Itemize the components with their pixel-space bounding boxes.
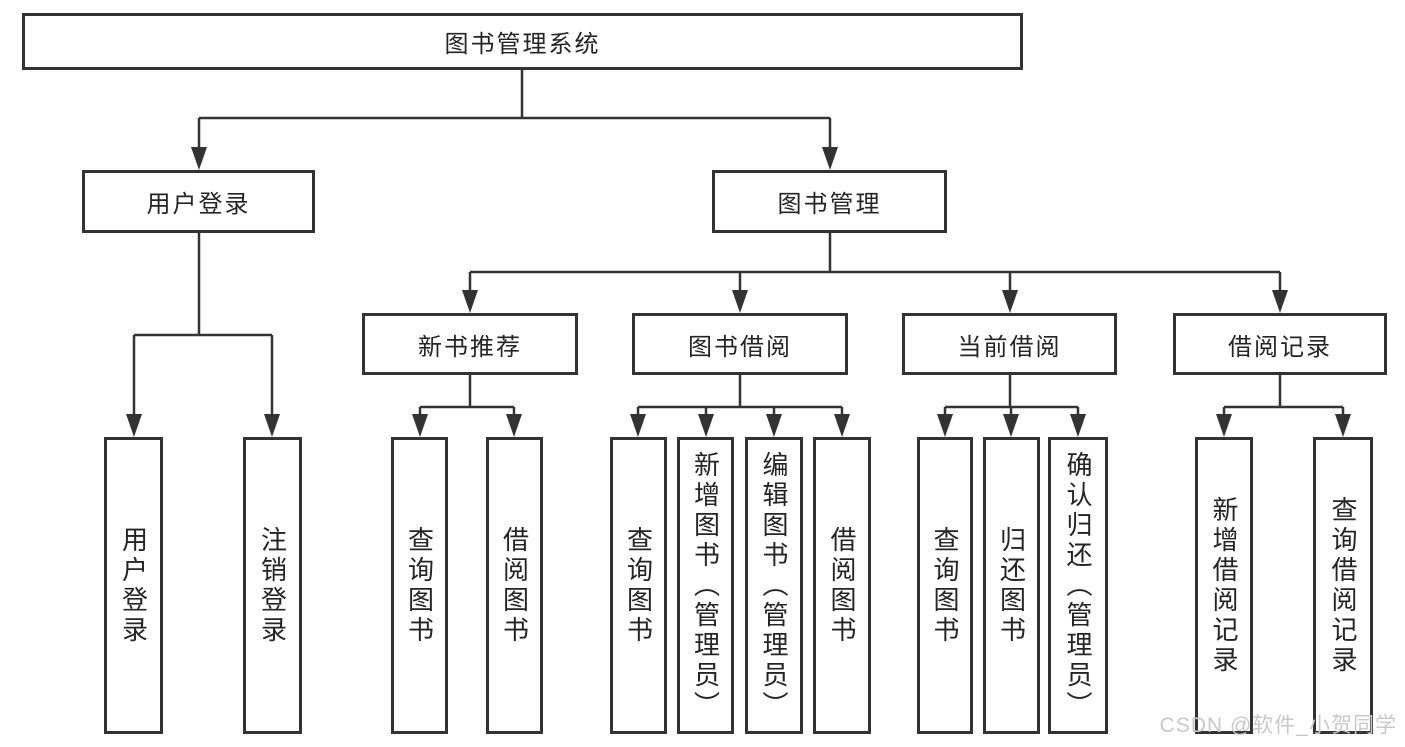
leaf-label: 新增借阅记录 xyxy=(1209,495,1239,676)
leaf-confirm-return-admin: 确认归还（管理员） xyxy=(1048,437,1108,734)
leaf-query-borrow-record: 查询借阅记录 xyxy=(1313,437,1373,734)
node-current-borrowing: 当前借阅 xyxy=(902,313,1117,375)
leaf-add-borrow-record: 新增借阅记录 xyxy=(1195,437,1253,734)
leaf-borrow-books-recommend: 借阅图书 xyxy=(486,437,543,734)
node-book-management: 图书管理 xyxy=(712,170,947,233)
csdn-watermark: CSDN @软件_小贺同学 xyxy=(1159,714,1397,737)
node-user-login: 用户登录 xyxy=(82,170,315,233)
leaf-label: 注销登录 xyxy=(257,525,288,646)
leaf-label: 查询图书 xyxy=(623,525,654,646)
leaf-edit-books-admin: 编辑图书（管理员） xyxy=(745,437,803,734)
leaf-label: 编辑图书（管理员） xyxy=(759,450,789,721)
leaf-user-login: 用户登录 xyxy=(104,437,163,734)
leaf-label: 借阅图书 xyxy=(499,525,530,646)
leaf-label: 新增图书（管理员） xyxy=(690,450,721,721)
leaf-label: 查询借阅记录 xyxy=(1328,495,1358,676)
leaf-label: 查询图书 xyxy=(404,525,435,646)
leaf-return-books: 归还图书 xyxy=(983,437,1040,734)
leaf-query-books-recommend: 查询图书 xyxy=(391,437,448,734)
leaf-label: 用户登录 xyxy=(118,525,149,646)
leaf-label: 查询图书 xyxy=(930,525,960,646)
node-borrowing-records: 借阅记录 xyxy=(1173,313,1387,375)
leaf-query-books-borrowing: 查询图书 xyxy=(610,437,667,734)
leaf-logout: 注销登录 xyxy=(243,437,302,734)
leaf-add-books-admin: 新增图书（管理员） xyxy=(677,437,734,734)
node-root-system: 图书管理系统 xyxy=(22,13,1023,70)
node-new-book-recommend: 新书推荐 xyxy=(362,313,578,375)
leaf-borrow-books-borrowing: 借阅图书 xyxy=(813,437,871,734)
leaf-query-books-current: 查询图书 xyxy=(917,437,973,734)
leaf-label: 借阅图书 xyxy=(827,525,857,646)
node-book-borrowing: 图书借阅 xyxy=(632,313,848,375)
leaf-label: 确认归还（管理员） xyxy=(1063,450,1093,721)
leaf-label: 归还图书 xyxy=(996,525,1027,646)
